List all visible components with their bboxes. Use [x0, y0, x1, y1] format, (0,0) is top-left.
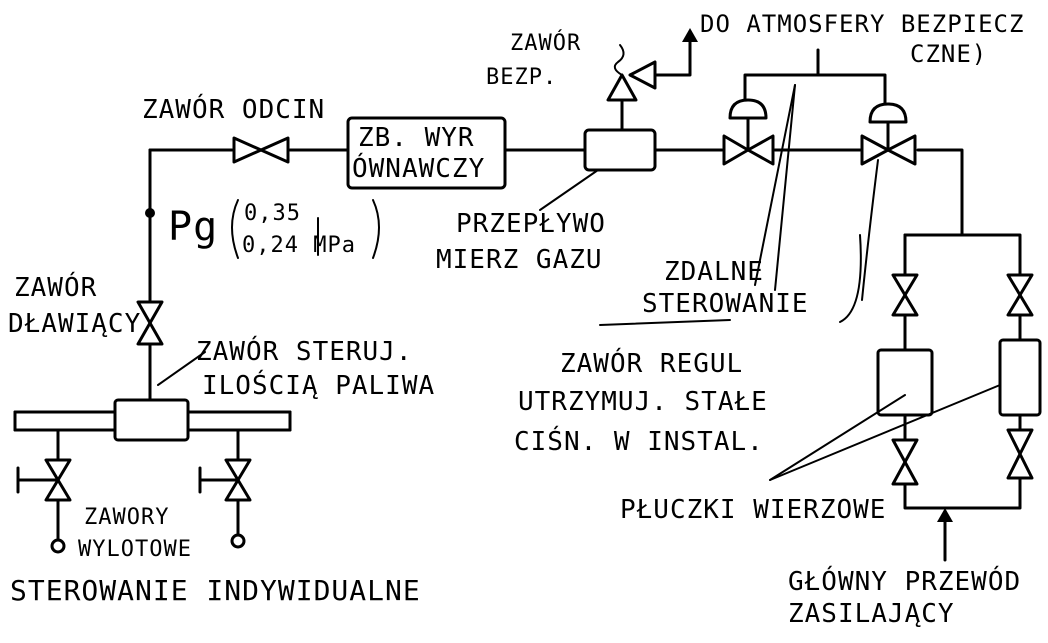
arrow-up-icon [937, 508, 953, 522]
label-zawor-bezp-line2: BEZP. [486, 65, 557, 90]
pipe-network [13, 38, 1022, 562]
remote-valve-1 [722, 98, 775, 166]
regulating-valve [860, 102, 917, 166]
label-regul-line2: UTRZYMUJ. STAŁE [518, 387, 768, 417]
label-sterujacy-line1: ZAWÓR STERUJ. [196, 335, 413, 367]
outlet-valve-left [16, 458, 72, 554]
scrubber-right [998, 338, 1042, 417]
fuel-control-valve [113, 398, 190, 442]
pressure-brace [372, 199, 380, 259]
label-glowny-line1: GŁÓWNY PRZEWÓD [788, 565, 1021, 597]
throttle-valve [136, 300, 164, 346]
label-glowny-line2: ZASILAJĄCY [788, 599, 955, 629]
safety-valve [606, 44, 657, 102]
label-regul-line1: ZAWÓR REGUL [560, 347, 743, 379]
pressure-brace [231, 199, 239, 259]
outlet-valve-right [198, 458, 252, 549]
loop-valve-right-top [1006, 273, 1034, 317]
leader-lines [157, 84, 1001, 481]
label-zawor-odcin: ZAWÓR ODCIN [142, 93, 325, 125]
label-pressure-1: 0,35 [244, 201, 301, 226]
shutoff-valve [232, 136, 290, 164]
label-atmosfera-line2: CZNE) [910, 40, 987, 68]
scrubber-left [876, 348, 934, 417]
label-zawor-bezp-line1: ZAWÓR [510, 30, 581, 56]
gas-flow-meter [583, 128, 657, 172]
label-zdalne-line1: ZDALNE [664, 257, 764, 287]
arrow-up-icon [682, 28, 698, 42]
pressure-tap-dot [145, 208, 155, 218]
label-sterujacy-line2: ILOŚCIĄ PALIWA [202, 369, 435, 401]
loop-valve-left-bottom [891, 438, 919, 486]
loop-valve-left-top [891, 273, 919, 317]
label-tank-line2: ÓWNAWCZY [352, 152, 485, 184]
label-przeplywomierz-line2: MIERZ GAZU [436, 245, 603, 275]
label-pg: Pg [168, 204, 218, 250]
loop-valve-right-bottom [1006, 428, 1034, 480]
label-atmosfera-line1: DO ATMOSFERY BEZPIECZ [700, 10, 1024, 38]
label-zdalne-line2: STEROWANIE [642, 289, 809, 319]
label-sterowanie-indywidualne: STEROWANIE INDYWIDUALNE [10, 574, 421, 607]
label-wylotowe-line2: WYLOTOWE [78, 537, 192, 562]
label-dlawiacy-line1: ZAWÓR [14, 271, 97, 303]
label-wylotowe-line1: ZAWORY [84, 505, 169, 530]
label-regul-line3: CIŚN. W INSTAL. [514, 425, 764, 457]
equalizing-tank [346, 116, 507, 190]
label-pressure-2: 0,24 MPa [242, 233, 356, 258]
label-dlawiacy-line2: DŁAWIĄCY [8, 309, 141, 339]
label-tank-line1: ZB. WYR [358, 123, 475, 153]
label-pluczki: PŁUCZKI WIERZOWE [620, 495, 886, 525]
label-przeplywomierz-line1: PRZEPŁYWO [456, 209, 606, 239]
